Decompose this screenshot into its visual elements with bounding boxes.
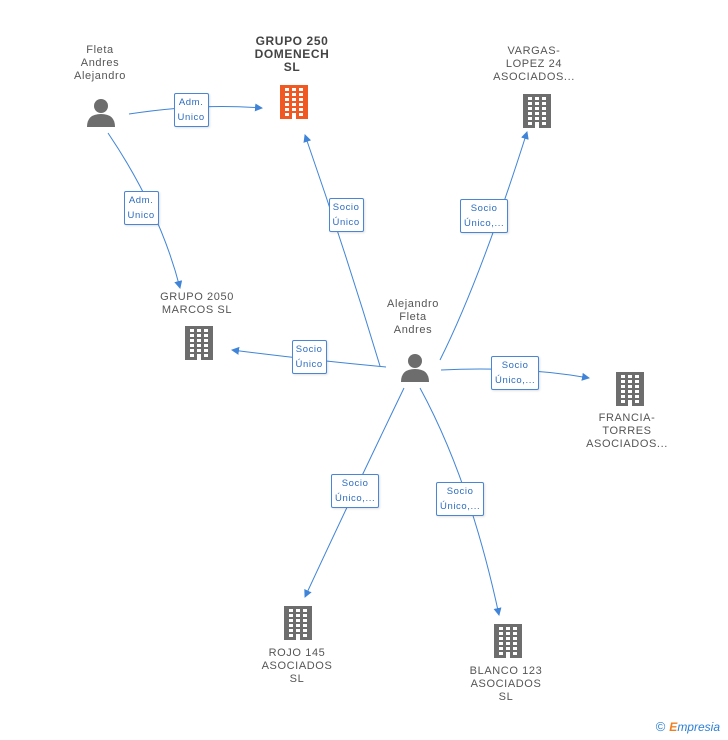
node-label-blanco-123[interactable]: BLANCO 123 ASOCIADOS SL (469, 665, 543, 703)
edge-label-fleta-andres-alejandro-to-grupo-2050-marcos[interactable]: Adm. Unico (123, 191, 159, 225)
edge-label-alejandro-fleta-andres-to-grupo-2050-marcos[interactable]: Socio Único (291, 340, 327, 374)
building-icon-grupo-2050-marcos[interactable] (185, 326, 213, 360)
node-label-fleta-andres-alejandro[interactable]: Fleta Andres Alejandro (74, 44, 126, 82)
copyright-symbol: © (655, 719, 666, 734)
person-icon-fleta-andres-alejandro[interactable] (87, 99, 115, 127)
building-icon-francia-torres[interactable] (616, 372, 644, 406)
node-label-francia-torres[interactable]: FRANCIA- TORRES ASOCIADOS... (586, 412, 668, 450)
building-icon-rojo-145[interactable] (284, 606, 312, 640)
brand-initial: E (669, 720, 678, 734)
building-icon-vargas-lopez[interactable] (523, 94, 551, 128)
empresia-logo[interactable]: ©Empresia (656, 719, 720, 734)
person-icon-alejandro-fleta-andres[interactable] (401, 354, 429, 382)
node-label-rojo-145[interactable]: ROJO 145 ASOCIADOS SL (261, 647, 333, 685)
edge-alejandro-fleta-andres-to-grupo-250-domenech (303, 134, 381, 367)
node-label-grupo-2050-marcos[interactable]: GRUPO 2050 MARCOS SL (160, 291, 234, 316)
building-icon-blanco-123[interactable] (494, 624, 522, 658)
node-label-alejandro-fleta-andres[interactable]: Alejandro Fleta Andres (387, 298, 439, 336)
building-icon-grupo-250-domenech[interactable] (280, 85, 308, 119)
edge-label-alejandro-fleta-andres-to-rojo-145[interactable]: Socio Único,... (331, 474, 380, 508)
edge-label-alejandro-fleta-andres-to-blanco-123[interactable]: Socio Único,... (436, 482, 485, 516)
node-label-vargas-lopez[interactable]: VARGAS- LOPEZ 24 ASOCIADOS... (493, 45, 575, 83)
edge-label-alejandro-fleta-andres-to-vargas-lopez[interactable]: Socio Único,... (460, 199, 509, 233)
edge-label-fleta-andres-alejandro-to-grupo-250-domenech[interactable]: Adm. Unico (173, 93, 209, 127)
node-label-grupo-250-domenech[interactable]: GRUPO 250 DOMENECH SL (254, 34, 330, 74)
edge-label-alejandro-fleta-andres-to-grupo-250-domenech[interactable]: Socio Único (328, 198, 364, 232)
edge-label-alejandro-fleta-andres-to-francia-torres[interactable]: Socio Único,... (491, 356, 540, 390)
edge-alejandro-fleta-andres-to-vargas-lopez (439, 131, 529, 361)
brand-name: mpresia (677, 720, 720, 734)
